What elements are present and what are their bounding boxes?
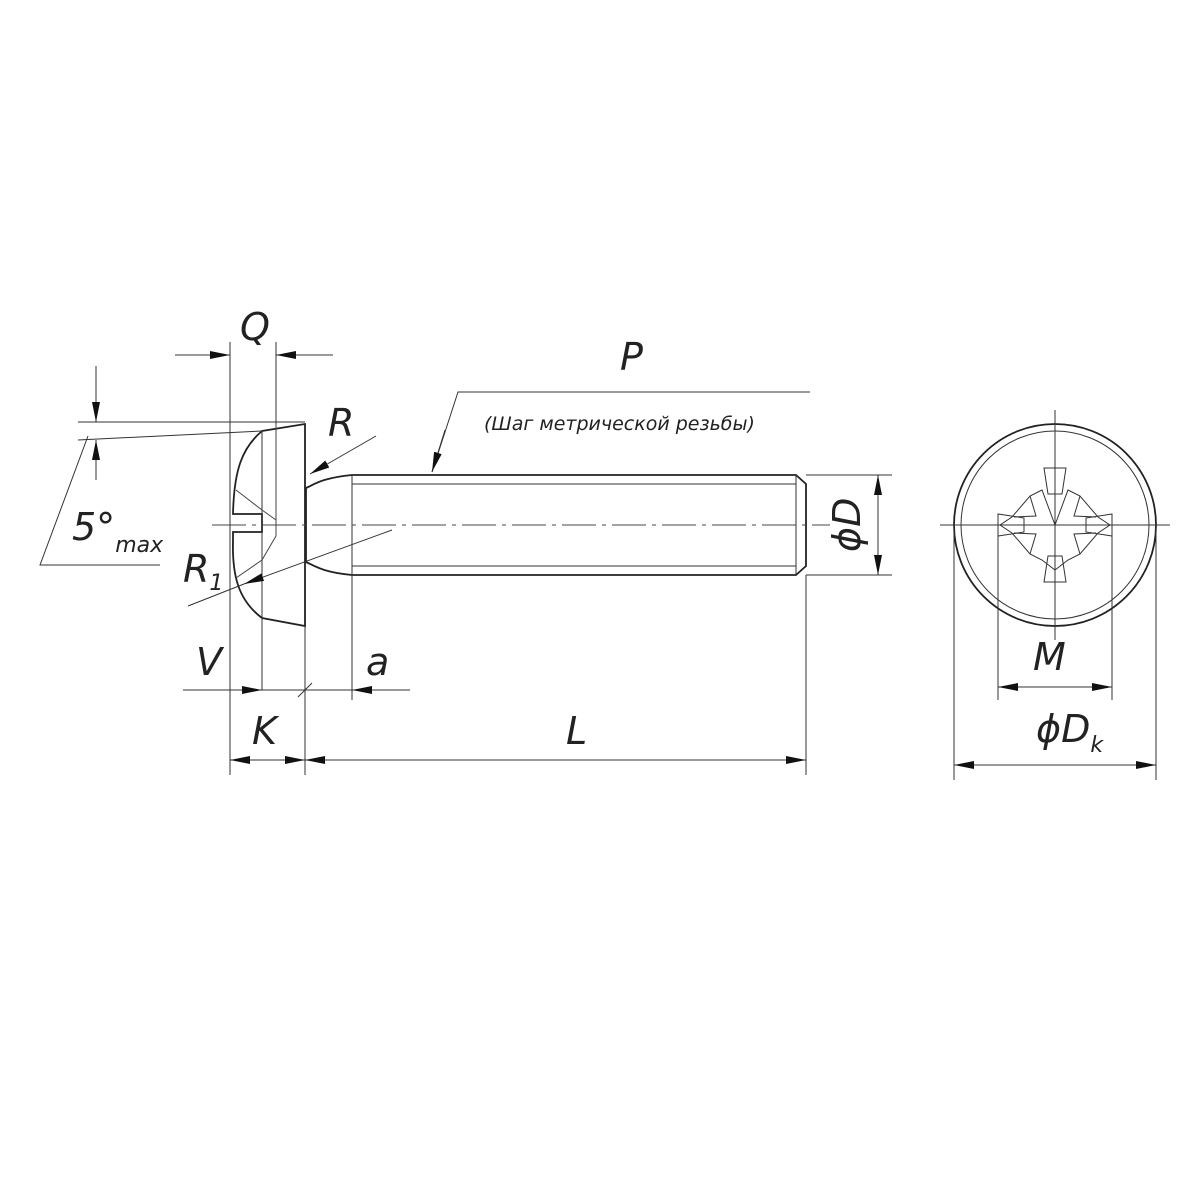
recess-flank-lines [1013,495,1097,555]
screw-shank [305,474,807,576]
recess-slot-top [1043,467,1067,495]
label-r1: R1 [183,547,223,596]
leader-r [309,435,377,475]
label-m: M [1033,635,1066,679]
leader-r1-tail [187,583,245,607]
label-angle: 5°max [72,505,164,558]
top-view: M ϕDk [940,410,1170,780]
label-p: P [620,335,643,379]
label-phi-dk: ϕDk [1036,707,1104,758]
recess-hidden-lines [235,420,277,579]
label-phi-d: ϕD [825,498,869,552]
label-a: a [366,640,389,684]
dim-tick [297,682,313,698]
label-r: R [328,401,354,445]
label-q: Q [240,305,270,349]
leader-r1 [243,529,393,585]
side-view: Q 5°max R R1 P (Шаг метрической резьбы) … [39,305,892,775]
leader-p-arrow [431,429,446,473]
angle-leader [39,435,160,566]
label-p-note: (Шаг метрической резьбы) [484,413,755,435]
label-l: L [566,709,587,753]
screw-head [232,422,306,628]
recess-slot-bottom [1043,555,1067,583]
angle-ref-slope [77,430,263,441]
label-k: K [252,709,280,753]
label-v: V [196,640,225,684]
